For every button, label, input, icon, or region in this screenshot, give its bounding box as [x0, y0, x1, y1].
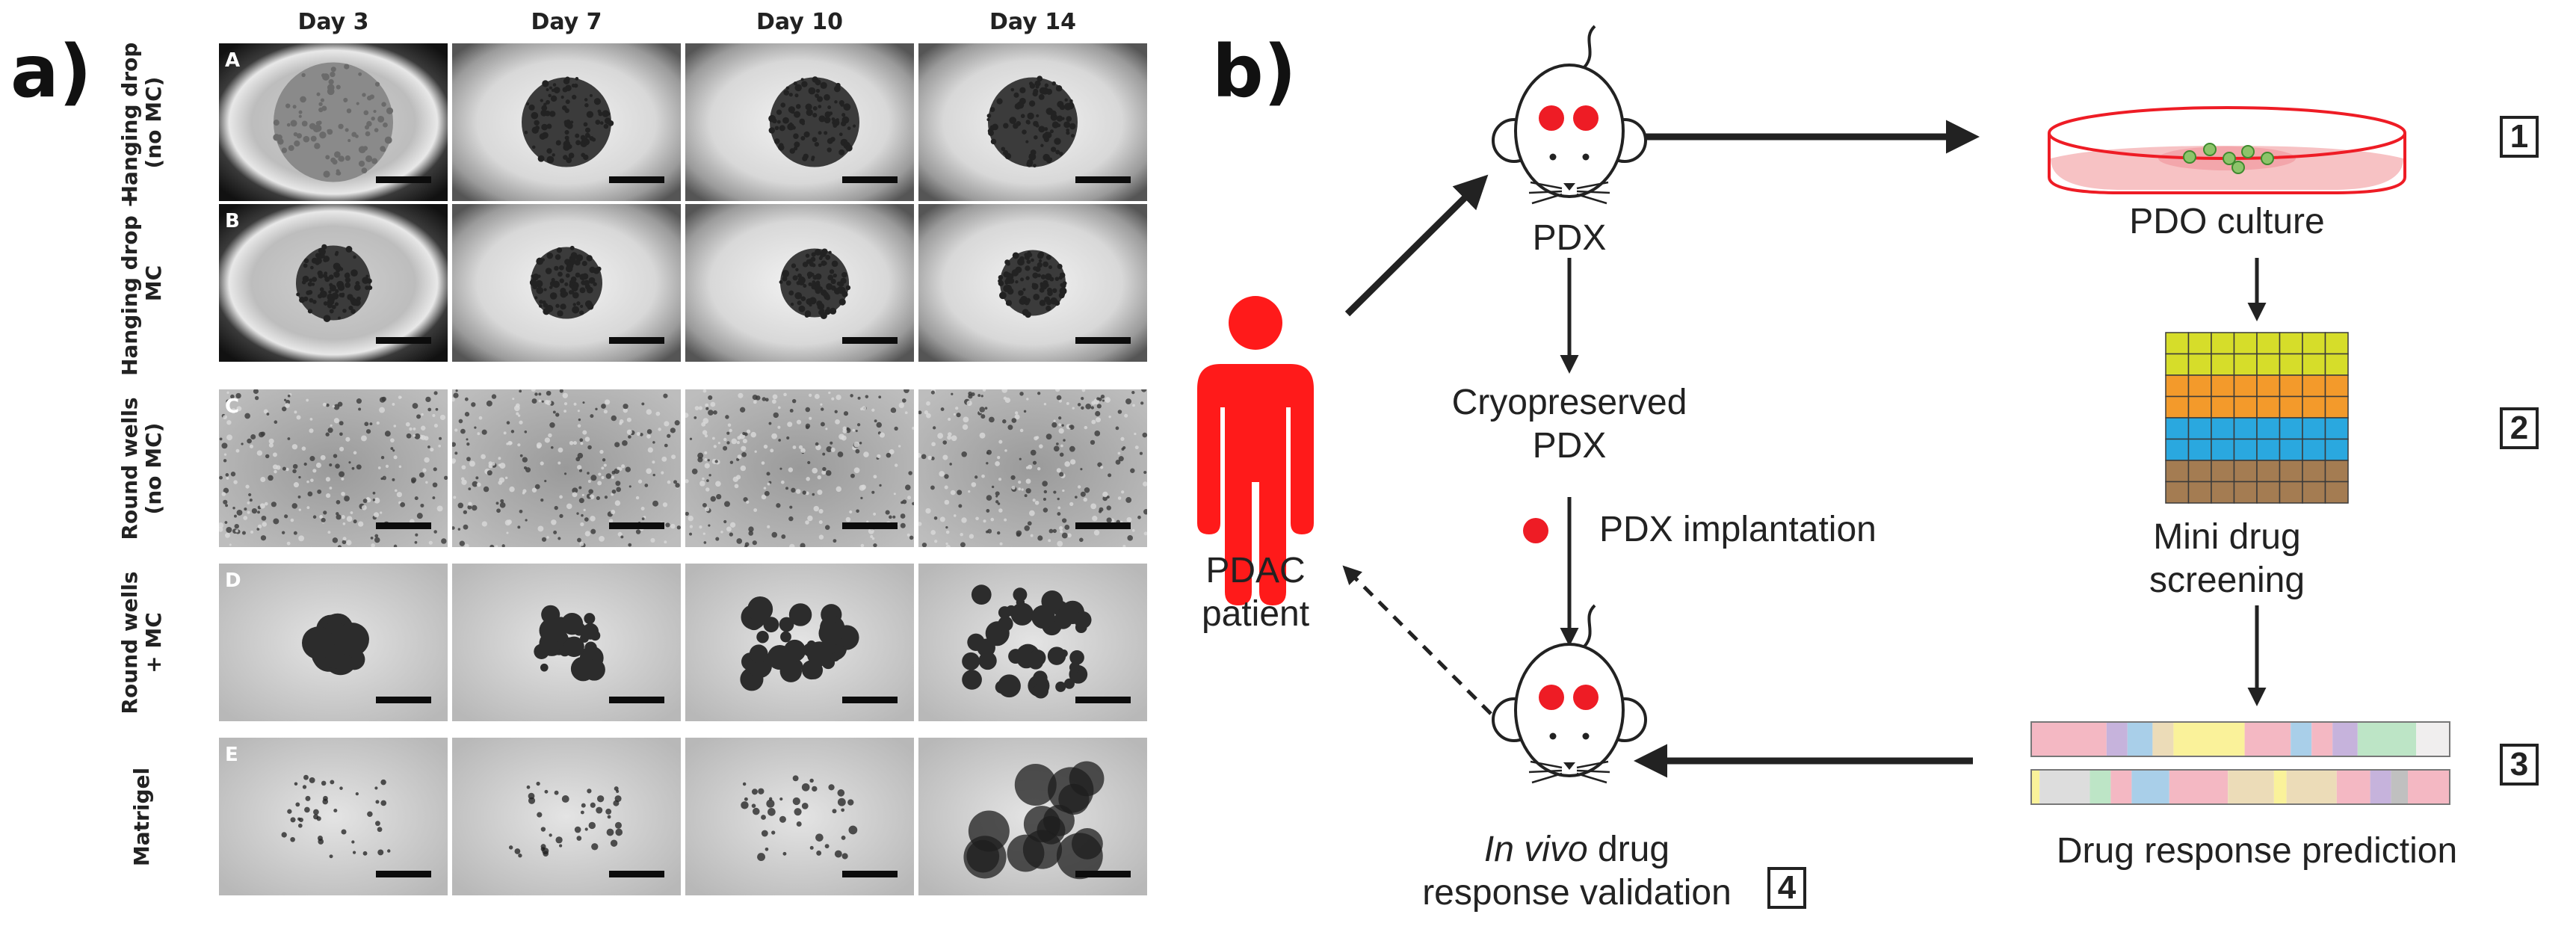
micrograph-d-day14 — [918, 564, 1147, 721]
tile-letter-d: D — [225, 570, 241, 592]
row-label-c: Round wells(no MC) — [117, 396, 166, 540]
arrow-vivo-to-patient — [1342, 565, 1492, 715]
micrograph-c-day10 — [685, 389, 914, 547]
tile-letter-e: E — [225, 744, 238, 766]
micrograph-e-day7 — [452, 738, 681, 895]
panel-b-letter: b) — [1212, 30, 1297, 114]
drug-response-bars-icon — [2030, 721, 2450, 805]
column-header-day10: Day 10 — [756, 9, 843, 35]
micrograph-b-day7 — [452, 204, 681, 362]
step-2-box: 2 — [2500, 407, 2539, 449]
micrograph-c-day7 — [452, 389, 681, 547]
implantation-dot — [1523, 518, 1548, 543]
micrograph-b-day10 — [685, 204, 914, 362]
micrograph-d-day7 — [452, 564, 681, 721]
micrograph-d-day10 — [685, 564, 914, 721]
scale-bar — [376, 522, 431, 529]
micrograph-e-day14 — [918, 738, 1147, 895]
row-label-e: Matrigel — [129, 767, 154, 866]
arrow-patient-to-pdx — [1344, 174, 1489, 317]
column-header-day3: Day 3 — [297, 9, 369, 35]
step-1-box: 1 — [2500, 116, 2539, 158]
scale-bar — [609, 337, 664, 344]
drug-screening-plate-icon — [2165, 332, 2349, 504]
micrograph-c-day14 — [918, 389, 1147, 547]
tile-letter-c: C — [225, 395, 240, 418]
micrograph-b-day3: B — [219, 204, 448, 362]
scale-bar — [842, 176, 898, 183]
row-label-b: Hanging drop +MC — [117, 190, 166, 376]
scale-bar — [1075, 337, 1131, 344]
column-header-day7: Day 7 — [531, 9, 602, 35]
tile-letter-b: B — [225, 210, 240, 232]
micrograph-d-day3: D — [219, 564, 448, 721]
scale-bar — [842, 871, 898, 877]
drug-response-prediction-label: Drug response prediction — [2056, 831, 2458, 871]
tile-letter-a: A — [225, 49, 241, 72]
scale-bar — [376, 337, 431, 344]
scale-bar — [609, 871, 664, 877]
scale-bar — [376, 697, 431, 703]
micrograph-e-day10 — [685, 738, 914, 895]
scale-bar — [842, 337, 898, 344]
micrograph-b-day14 — [918, 204, 1147, 362]
micrograph-a-day3: A — [219, 43, 448, 201]
scale-bar — [1075, 176, 1131, 183]
micrograph-a-day10 — [685, 43, 914, 201]
scale-bar — [1075, 871, 1131, 877]
scale-bar — [376, 871, 431, 877]
scale-bar — [1075, 522, 1131, 529]
step-4-box: 4 — [1767, 867, 1806, 909]
in-vivo-mouse-icon — [1492, 604, 1647, 784]
cryopreserved-pdx-label: Cryopreserved PDX — [1451, 383, 1687, 466]
column-header-day14: Day 14 — [989, 9, 1076, 35]
micrograph-e-day3: E — [219, 738, 448, 895]
in-vivo-validation-label: In vivo drug response validation — [1422, 830, 1732, 913]
scale-bar — [609, 697, 664, 703]
pdo-culture-label: PDO culture — [2129, 202, 2325, 241]
pdx-mouse-icon — [1492, 25, 1647, 205]
pdx-label: PDX — [1532, 218, 1607, 258]
micrograph-a-day14 — [918, 43, 1147, 201]
micrograph-c-day3: C — [219, 389, 448, 547]
petri-dish-icon — [2048, 106, 2406, 194]
row-label-a: Hanging drop(no MC) — [117, 42, 166, 203]
panel-a-letter: a) — [10, 30, 92, 114]
row-label-d: Round wells+ MC — [117, 570, 166, 715]
scale-bar — [842, 522, 898, 529]
pdx-implantation-label: PDX implantation — [1599, 510, 1877, 549]
pdac-patient-label: PDAC patient — [1201, 551, 1310, 634]
scale-bar — [376, 176, 431, 183]
micrograph-a-day7 — [452, 43, 681, 201]
scale-bar — [842, 697, 898, 703]
step-3-box: 3 — [2500, 744, 2539, 786]
scale-bar — [609, 176, 664, 183]
mini-drug-screening-label: Mini drug screening — [2149, 517, 2305, 600]
scale-bar — [609, 522, 664, 529]
scale-bar — [1075, 697, 1131, 703]
